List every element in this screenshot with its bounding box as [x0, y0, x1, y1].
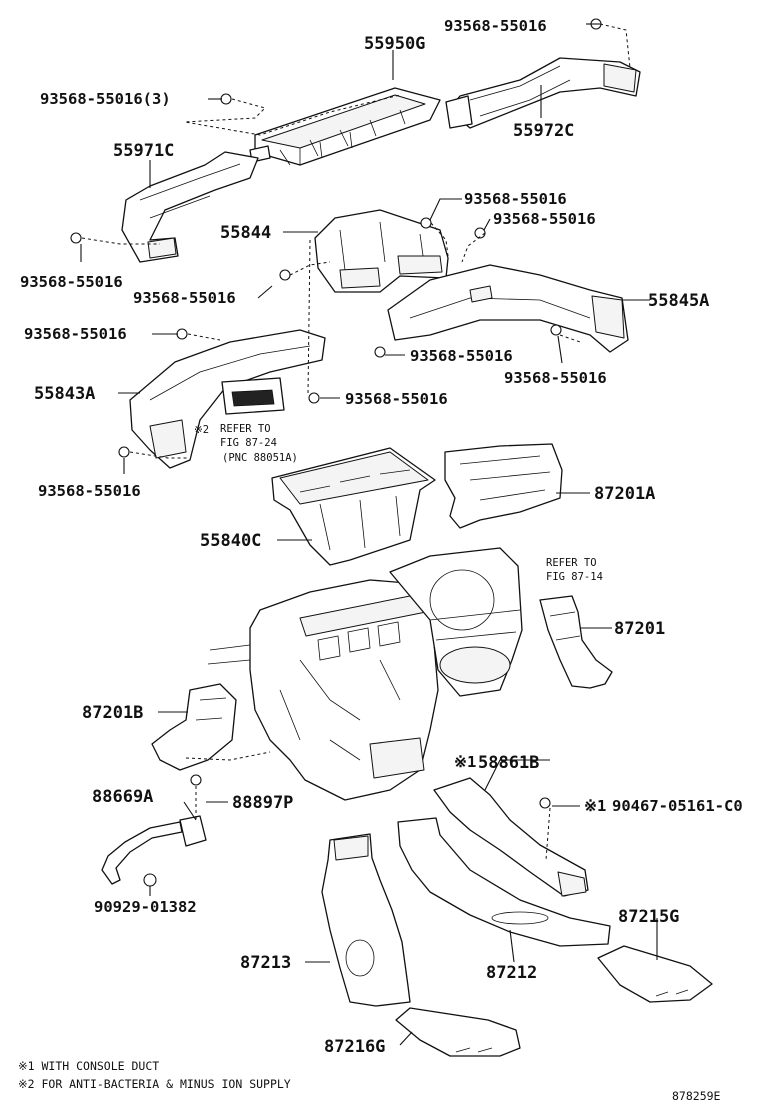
label-90929-01382: 90929-01382 [94, 898, 197, 916]
label-88669A: 88669A [92, 787, 153, 807]
ref-ion-line3: (PNC 88051A) [222, 452, 298, 464]
footnotes: ※1 WITH CONSOLE DUCT ※2 FOR ANTI-BACTERI… [18, 1059, 721, 1103]
ref-blower-line2: FIG 87-14 [546, 571, 603, 583]
label-93568-55016-mid-right: 93568-55016 [504, 369, 607, 387]
part-labels: 55950G 93568-55016 93568-55016(3) 55972C… [20, 17, 743, 1057]
duct-87213 [321, 833, 411, 1007]
ion-generator-unit [221, 377, 285, 415]
ref-ion-line2: FIG 87-24 [220, 437, 277, 449]
label-87201: 87201 [614, 619, 665, 639]
hose-88669A [101, 774, 207, 887]
ref-ion-mark: ※2 [194, 424, 209, 436]
duct-55845A [387, 264, 629, 353]
duct-87212 [397, 817, 611, 947]
label-87212: 87212 [486, 963, 537, 983]
footnote-console-duct: ※1 WITH CONSOLE DUCT [18, 1059, 159, 1073]
duct-87215G [597, 945, 713, 1003]
label-93568-55016-center-2: 93568-55016 [493, 210, 596, 228]
label-93568-55016-top-right: 93568-55016 [444, 17, 547, 35]
label-87216G: 87216G [324, 1037, 385, 1057]
duct-87201B [151, 683, 237, 771]
ref-ion-line1: REFER TO [220, 423, 271, 435]
blower-unit [389, 547, 523, 697]
label-93568-55016-lower-left: 93568-55016 [38, 482, 141, 500]
label-90467-05161: 90467-05161-C0 [612, 797, 743, 815]
label-87215G: 87215G [618, 907, 679, 927]
ref-blower-line1: REFER TO [546, 557, 597, 569]
label-93568-55016-mid-center: 93568-55016 [410, 347, 513, 365]
label-55844: 55844 [220, 223, 271, 243]
hvac-unit-body [207, 579, 439, 801]
label-93568-55016-left: 93568-55016 [20, 273, 123, 291]
label-55843A: 55843A [34, 384, 95, 404]
duct-58861B [433, 777, 589, 897]
duct-55950G [249, 87, 441, 166]
label-58861B-mark: ※1 [454, 753, 476, 771]
label-87213: 87213 [240, 953, 291, 973]
duct-87201A [444, 443, 563, 529]
label-93568-55016-qty3: 93568-55016(3) [40, 90, 171, 108]
label-87201A: 87201A [594, 484, 655, 504]
label-55840C: 55840C [200, 531, 261, 551]
duct-87201 [539, 595, 613, 689]
duct-55840C [271, 447, 436, 566]
label-93568-55016-center-1: 93568-55016 [464, 190, 567, 208]
label-93568-55016-mid-left: 93568-55016 [24, 325, 127, 343]
label-58861B: 58861B [478, 753, 539, 773]
leader-lines [80, 23, 658, 1046]
label-90467-05161-mark: ※1 [584, 797, 606, 815]
duct-55972C [445, 57, 641, 129]
dashed-guides [81, 23, 631, 861]
label-55845A: 55845A [648, 291, 709, 311]
reference-notes: ※2 REFER TO FIG 87-24 (PNC 88051A) REFER… [194, 423, 603, 583]
duct-55971C [121, 151, 259, 263]
label-55972C: 55972C [513, 121, 574, 141]
label-93568-55016-center-3: 93568-55016 [133, 289, 236, 307]
figure-id: 878259E [672, 1089, 721, 1103]
screws [70, 18, 602, 809]
label-88897P: 88897P [232, 793, 293, 813]
label-55950G: 55950G [364, 34, 425, 54]
label-55971C: 55971C [113, 141, 174, 161]
duct-87216G [395, 1007, 521, 1057]
duct-55844 [314, 209, 449, 293]
label-87201B: 87201B [82, 703, 143, 723]
label-93568-55016-lower-center: 93568-55016 [345, 390, 448, 408]
footnote-anti-bacteria: ※2 FOR ANTI-BACTERIA & MINUS ION SUPPLY [18, 1077, 291, 1091]
